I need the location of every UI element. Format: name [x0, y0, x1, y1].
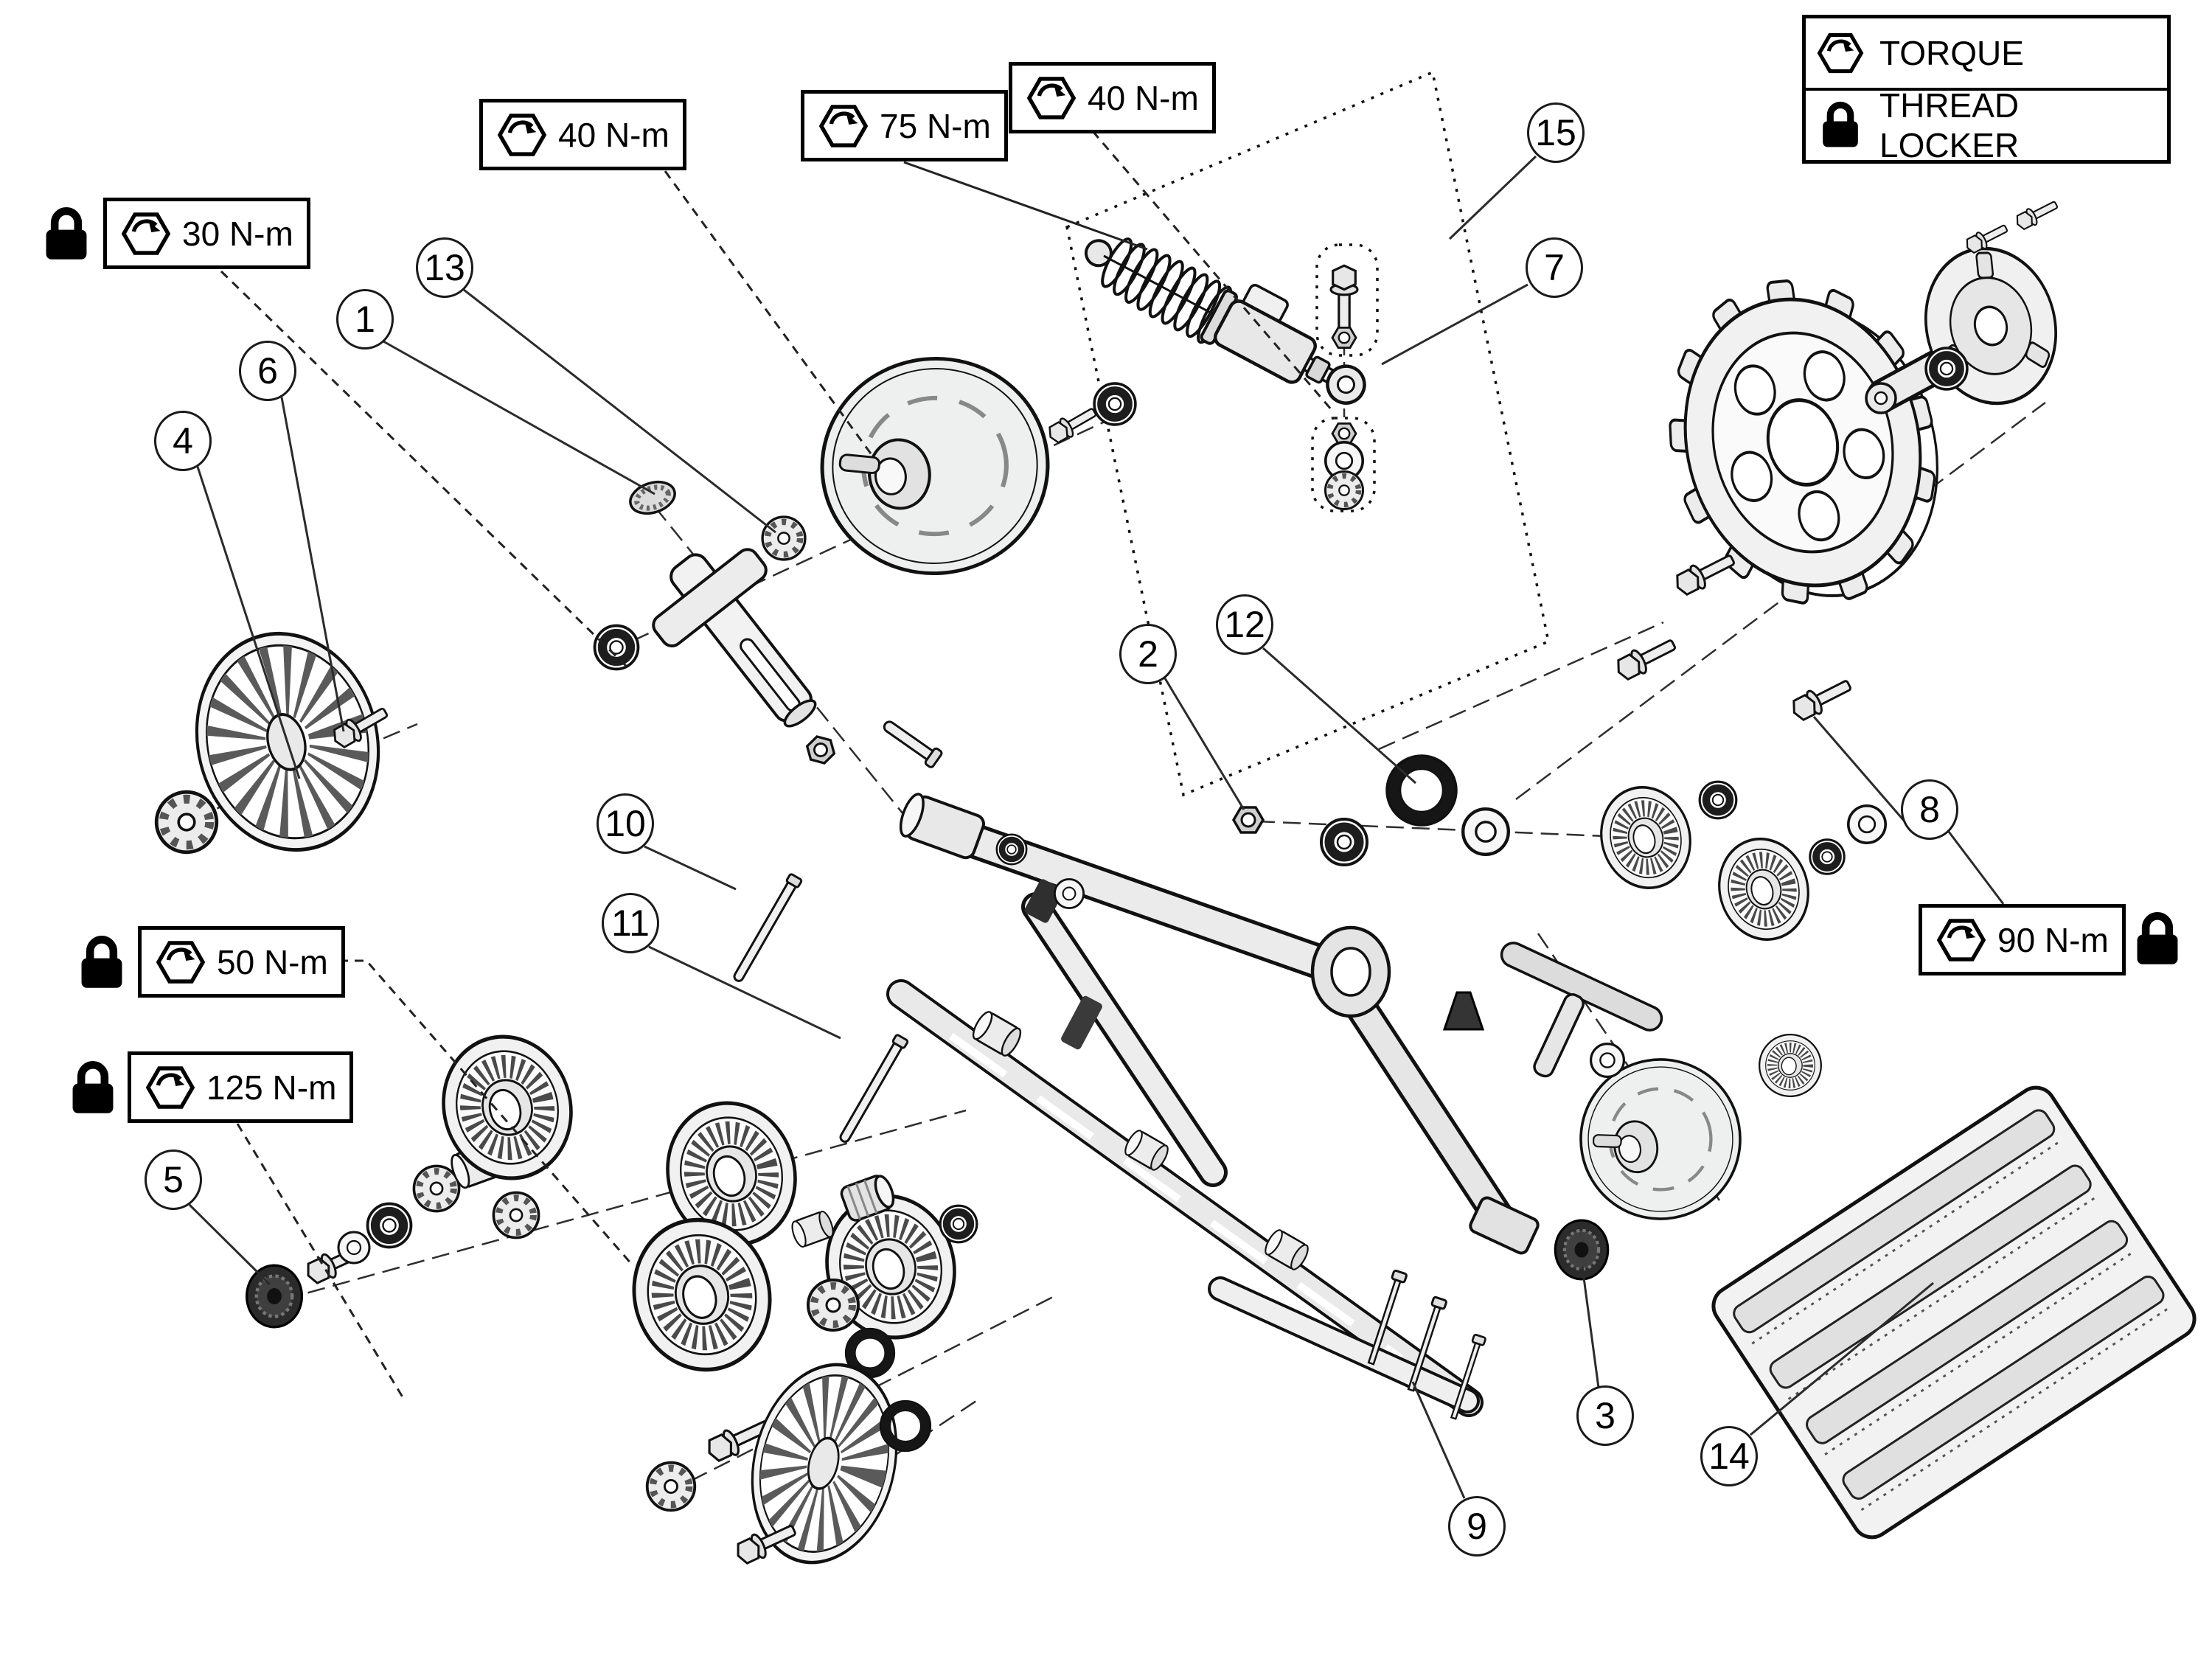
part-number: 10	[605, 803, 646, 844]
bearing	[1700, 782, 1736, 818]
torque-hex-icon	[1935, 914, 1987, 966]
part-number: 9	[1467, 1506, 1487, 1547]
part-number: 7	[1544, 247, 1565, 288]
washer	[1054, 878, 1085, 909]
part-label-7: 7	[1526, 237, 1583, 298]
torque-leader-lines	[220, 131, 1333, 1400]
hub-cap	[156, 792, 217, 852]
washer	[1590, 1042, 1625, 1079]
part-label-15: 15	[1527, 102, 1585, 163]
torque-value: 75 N-m	[880, 106, 991, 145]
torque-callout-75nm: 75 N-m	[801, 90, 1008, 161]
torque-callout-125nm: 125 N-m	[128, 1051, 354, 1123]
thread-locker-lock-icon	[65, 1060, 121, 1116]
hub-cap-dark	[1555, 1220, 1607, 1279]
legend-row-torque: TORQUE	[1806, 18, 2167, 88]
legend: TORQUE THREAD LOCKER	[1802, 15, 2171, 164]
part-label-12: 12	[1216, 594, 1273, 655]
torque-callout-40nm-a: 40 N-m	[479, 99, 686, 170]
legend-label-torque: TORQUE	[1879, 34, 2024, 72]
part-label-4: 4	[154, 411, 212, 471]
clevis-pin	[883, 720, 943, 768]
thread-locker-lock-icon	[1816, 101, 1865, 150]
part-label-3: 3	[1576, 1385, 1634, 1446]
part-number: 8	[1919, 789, 1940, 830]
part-number: 11	[611, 902, 650, 944]
part-label-13: 13	[416, 237, 473, 298]
part-number: 13	[424, 247, 465, 288]
part-number: 15	[1535, 112, 1576, 153]
axle-nut	[1232, 806, 1265, 834]
part-number: 1	[355, 299, 375, 340]
shock-hardware-boundary	[1065, 70, 1551, 797]
torque-callout-40nm-b: 40 N-m	[1009, 62, 1216, 133]
thread-locker-lock-icon	[38, 206, 94, 262]
stopper-pin	[729, 872, 804, 985]
torque-hex-icon	[145, 1062, 196, 1113]
bearing	[1094, 383, 1135, 425]
torque-value: 90 N-m	[1997, 920, 2109, 959]
part-number: 4	[173, 420, 193, 462]
idler-wheel	[1708, 828, 1820, 950]
drive-hub-flange	[1865, 195, 2062, 414]
part-label-14: 14	[1700, 1426, 1758, 1486]
bearing	[997, 835, 1026, 864]
torque-callout-50nm: 50 N-m	[138, 926, 345, 998]
track-segment	[1711, 1085, 2197, 1540]
torque-hex-icon	[1816, 29, 1865, 77]
ribbed-washer	[762, 517, 805, 560]
part-number: 5	[163, 1159, 184, 1200]
washer	[1847, 804, 1887, 844]
part-number: 6	[257, 350, 278, 392]
part-number: 3	[1595, 1395, 1615, 1436]
thread-locker-lock-icon	[2129, 911, 2185, 967]
torque-callout-30nm: 30 N-m	[103, 198, 310, 269]
washer	[1463, 809, 1509, 855]
torque-callout-90nm: 90 N-m	[1919, 904, 2126, 975]
idler-wheel	[1590, 776, 1702, 898]
stopper-pin	[835, 1033, 910, 1146]
drive-sprocket	[1669, 279, 1938, 605]
torque-hex-icon	[818, 100, 869, 152]
legend-label-thread-locker: THREAD LOCKER	[1879, 86, 2020, 164]
bearing	[1321, 819, 1367, 865]
torque-value: 40 N-m	[1088, 78, 1199, 117]
torque-hex-icon	[1026, 72, 1077, 124]
disc-idler-wheel-upper	[812, 347, 1059, 584]
shock-absorber	[1084, 237, 1366, 405]
axle-t-bar	[1500, 942, 1663, 1078]
part-label-10: 10	[597, 793, 654, 854]
part-leader-lines	[188, 155, 2005, 1499]
bearing	[595, 626, 639, 669]
part-number: 14	[1708, 1436, 1750, 1477]
part-label-9: 9	[1448, 1496, 1506, 1557]
torque-value: 40 N-m	[558, 115, 669, 154]
small-bolt	[1044, 402, 1101, 448]
cone-bushing	[1442, 991, 1485, 1031]
part-label-11: 11	[602, 893, 659, 953]
torque-leader-75	[903, 161, 1148, 251]
part-label-2: 2	[1119, 624, 1177, 684]
part-label-1: 1	[336, 289, 394, 349]
thread-locker-lock-icon	[74, 935, 130, 991]
torque-value: 30 N-m	[182, 214, 293, 253]
part-label-5: 5	[145, 1150, 202, 1210]
track-adjuster-shaft	[652, 548, 817, 728]
torque-hex-icon	[155, 936, 206, 988]
part-number: 12	[1224, 604, 1265, 645]
swing-arm	[886, 793, 1540, 1417]
legend-row-thread-locker: THREAD LOCKER	[1806, 86, 2167, 164]
torque-value: 50 N-m	[217, 942, 328, 981]
torque-hex-icon	[496, 109, 548, 161]
square-nut	[802, 733, 839, 767]
disc-idler-wheel-lower	[1568, 1047, 1753, 1231]
part-number: 2	[1138, 633, 1158, 675]
torque-value: 125 N-m	[206, 1068, 337, 1107]
torque-hex-icon	[120, 208, 172, 260]
small-wheel	[1759, 1034, 1821, 1096]
bearing	[1810, 840, 1845, 874]
part-label-6: 6	[239, 341, 296, 401]
part-label-8: 8	[1901, 779, 1958, 840]
